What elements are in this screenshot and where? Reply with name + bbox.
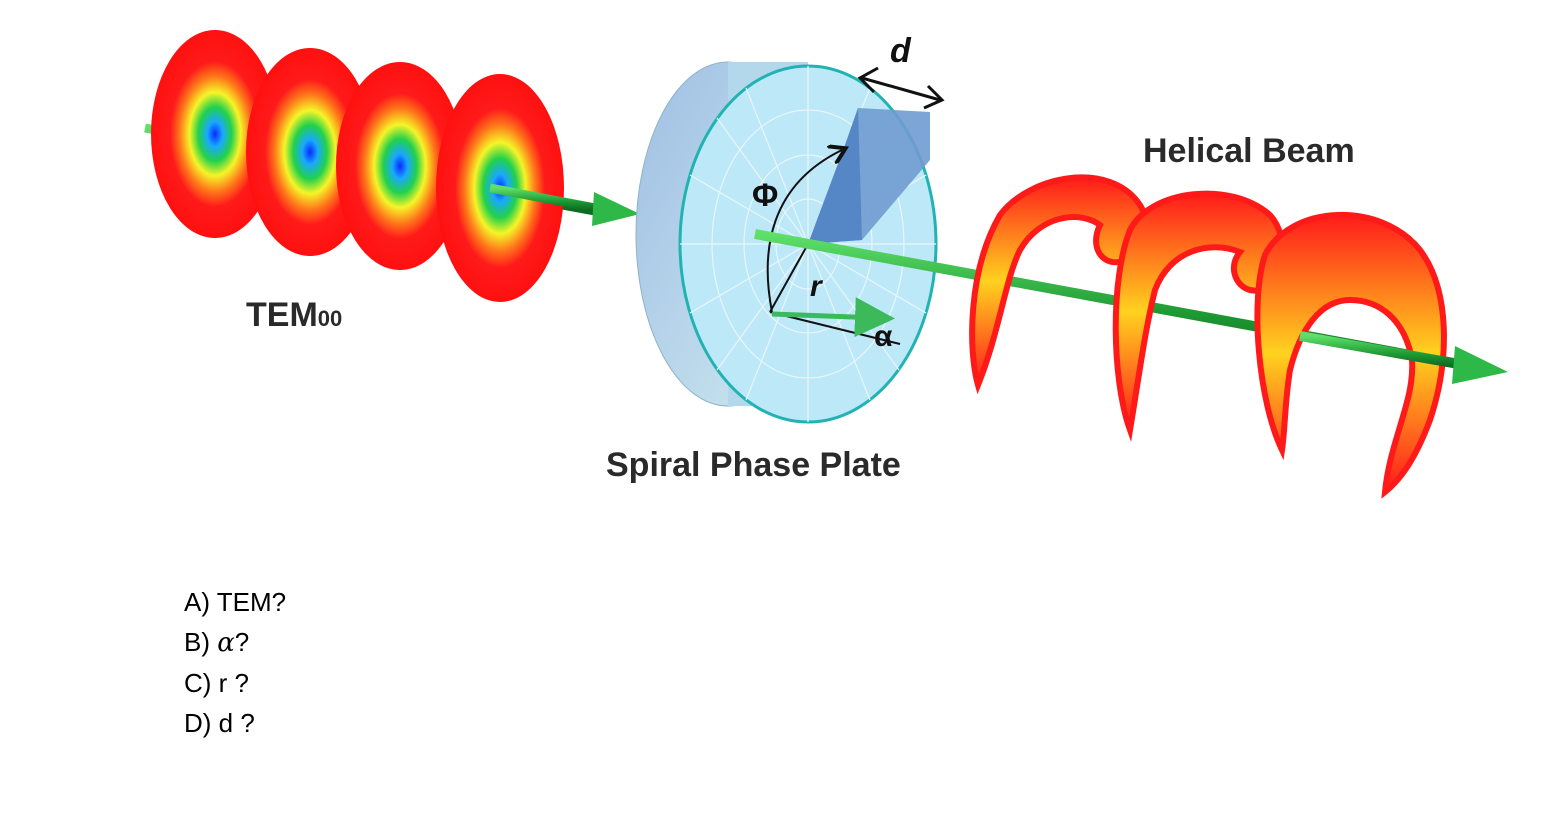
option-b-letter: B) bbox=[184, 627, 210, 657]
label-helical-beam: Helical Beam bbox=[1143, 132, 1355, 170]
spiral-phase-plate-diagram: d Φ r α TEM00 Spiral Phase Plate Helical… bbox=[144, 30, 1508, 499]
output-axis-front bbox=[1299, 331, 1471, 371]
option-d-text: d ? bbox=[211, 708, 255, 738]
option-a[interactable]: A) TEM? bbox=[184, 582, 286, 622]
tem00-beam bbox=[151, 30, 564, 302]
label-d: d bbox=[890, 32, 912, 70]
option-c-text: r ? bbox=[211, 668, 250, 698]
gaussian-disc-1 bbox=[151, 30, 279, 238]
baseline-line bbox=[769, 311, 901, 345]
label-tem-subscript: 00 bbox=[318, 306, 342, 331]
option-d-letter: D) bbox=[184, 708, 212, 738]
helix-turn-2 bbox=[1112, 190, 1286, 442]
helix-turn-3 bbox=[1254, 211, 1447, 499]
input-axis-arrow bbox=[489, 183, 607, 215]
option-b[interactable]: B) α? bbox=[184, 622, 286, 663]
label-alpha: α bbox=[874, 320, 893, 353]
option-c-letter: C) bbox=[184, 668, 212, 698]
helical-beam bbox=[969, 174, 1447, 499]
label-spiral-phase-plate: Spiral Phase Plate bbox=[606, 446, 901, 484]
helix-turn-1 bbox=[969, 174, 1151, 395]
output-axis-arrowhead bbox=[1452, 346, 1508, 384]
label-phi: Φ bbox=[752, 177, 778, 213]
option-d[interactable]: D) d ? bbox=[184, 703, 286, 743]
option-a-letter: A) bbox=[184, 587, 210, 617]
azimuth-arc bbox=[766, 150, 842, 313]
option-a-text: TEM? bbox=[210, 587, 287, 617]
alpha-arrow bbox=[771, 297, 895, 338]
label-r: r bbox=[810, 270, 824, 303]
gaussian-disc-3 bbox=[336, 62, 464, 270]
option-c[interactable]: C) r ? bbox=[184, 663, 286, 703]
option-b-symbol: α bbox=[217, 628, 235, 658]
plate-step-side bbox=[808, 108, 862, 244]
radius-line bbox=[769, 243, 809, 313]
label-tem00: TEM00 bbox=[246, 296, 342, 334]
label-tem: TEM bbox=[246, 296, 318, 334]
option-b-text: ? bbox=[234, 627, 250, 657]
step-height-arrow bbox=[857, 66, 945, 110]
answer-options: A) TEM? B) α? C) r ? D) d ? bbox=[184, 582, 286, 743]
input-axis-arrowhead bbox=[592, 192, 640, 226]
